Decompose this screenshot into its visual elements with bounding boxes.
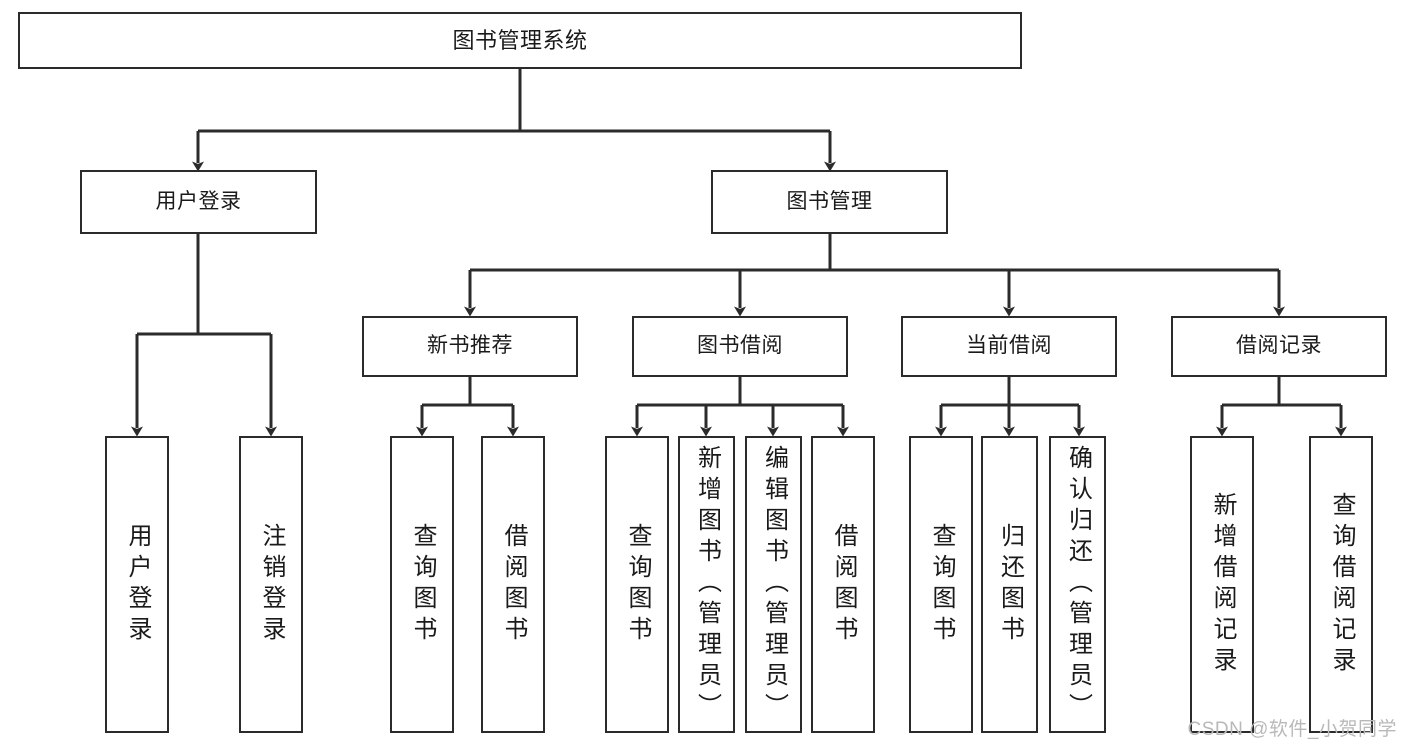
node-label: 图书管理系统 [452,27,588,53]
node-label: 新增图书（管理员） [693,445,721,724]
node-label: 确认归还（管理员） [1064,445,1092,724]
node-label: 查询图书 [409,522,436,647]
node-label: 归还图书 [996,522,1024,647]
node-label: 当前借阅 [966,334,1052,358]
node-label: 图书借阅 [697,334,783,358]
leaf-user-logout[interactable]: 注销登录 [239,436,303,733]
node-book-borrow[interactable]: 图书借阅 [632,316,848,377]
node-new-book-recommend[interactable]: 新书推荐 [362,316,578,377]
leaf-recommend-query-book[interactable]: 查询图书 [390,436,454,733]
leaf-record-query[interactable]: 查询借阅记录 [1309,436,1373,733]
node-label: 查询图书 [928,522,955,647]
leaf-recommend-borrow-book[interactable]: 借阅图书 [481,436,545,733]
node-label: 图书管理 [786,189,873,213]
leaf-borrow-add-book[interactable]: 新增图书（管理员） [678,436,735,733]
node-label: 借阅图书 [500,522,527,647]
node-label: 新增借阅记录 [1209,491,1236,678]
node-label: 注销登录 [258,522,285,647]
leaf-record-add[interactable]: 新增借阅记录 [1190,436,1254,733]
leaf-borrow-query-book[interactable]: 查询图书 [605,436,669,733]
node-label: 借阅图书 [830,522,857,647]
node-current-borrow[interactable]: 当前借阅 [901,316,1117,377]
node-label: 用户登录 [155,189,242,213]
node-label: 借阅记录 [1236,334,1322,358]
node-book-manage[interactable]: 图书管理 [711,170,948,234]
leaf-borrow-edit-book[interactable]: 编辑图书（管理员） [745,436,802,733]
node-user-login[interactable]: 用户登录 [80,170,317,234]
leaf-current-confirm-return[interactable]: 确认归还（管理员） [1049,436,1106,733]
node-label: 编辑图书（管理员） [760,445,788,724]
node-label: 用户登录 [124,522,151,647]
node-label: 查询借阅记录 [1328,491,1355,678]
node-label: 新书推荐 [427,334,513,358]
node-root-book-management-system[interactable]: 图书管理系统 [18,12,1022,69]
leaf-current-query-book[interactable]: 查询图书 [909,436,973,733]
leaf-user-login[interactable]: 用户登录 [105,436,169,733]
node-borrow-record[interactable]: 借阅记录 [1171,316,1387,377]
watermark: CSDN @软件_小贺同学 [1187,719,1397,740]
leaf-current-return-book[interactable]: 归还图书 [981,436,1038,733]
leaf-borrow-borrow-book[interactable]: 借阅图书 [811,436,875,733]
node-label: 查询图书 [624,522,651,647]
